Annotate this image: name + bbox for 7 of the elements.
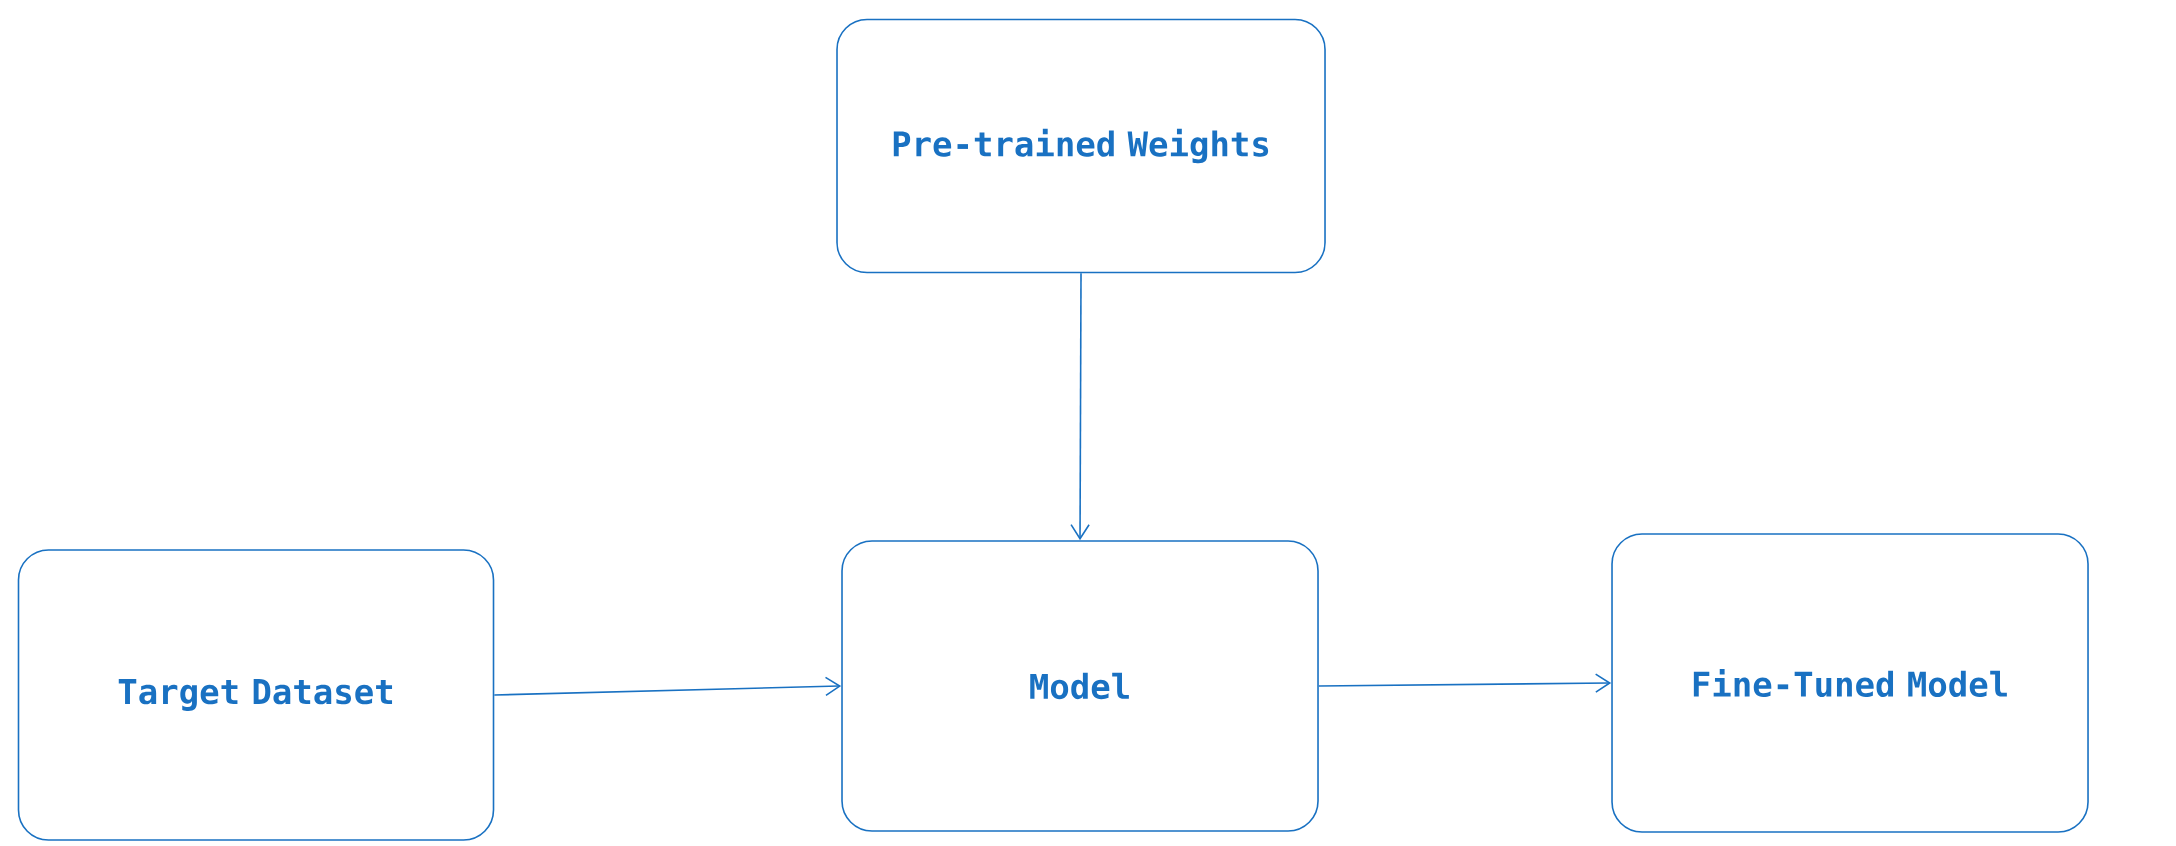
arrow bbox=[1070, 272, 1090, 541]
process-box: Target Dataset bbox=[17, 549, 495, 841]
process-box: Model bbox=[841, 540, 1319, 832]
arrow bbox=[1318, 673, 1612, 693]
process-box: Pre-trained Weights bbox=[836, 18, 1326, 274]
process-box: Fine-Tuned Model bbox=[1611, 533, 2089, 833]
arrow bbox=[493, 676, 842, 697]
